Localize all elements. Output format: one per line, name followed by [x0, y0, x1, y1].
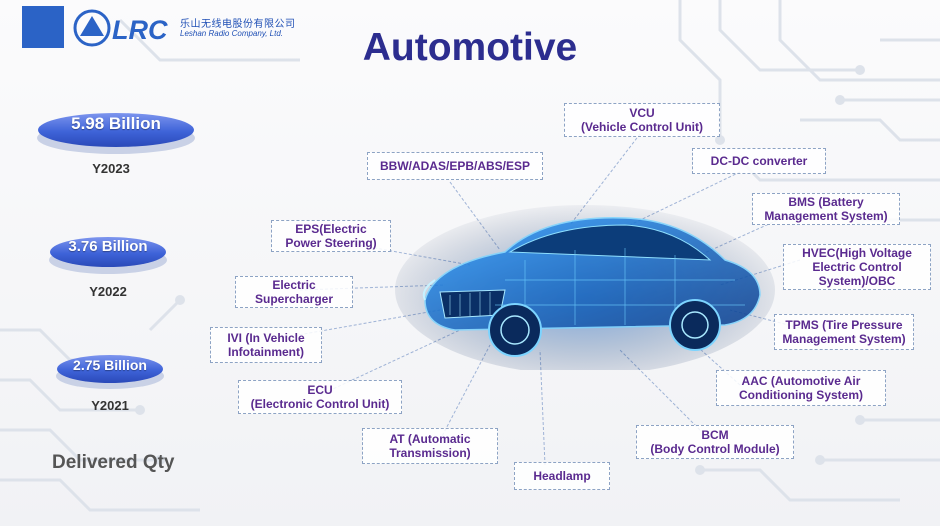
- delivered-qty-label: Delivered Qty: [52, 452, 175, 473]
- page-title: Automotive: [362, 26, 578, 69]
- label-vcu: VCU (Vehicle Control Unit): [564, 103, 720, 137]
- label-aac: AAC (Automotive Air Conditioning System): [716, 370, 886, 406]
- car-xray-illustration: [395, 205, 775, 370]
- pill-shape: [49, 237, 167, 274]
- label-bms: BMS (Battery Management System): [752, 193, 900, 225]
- year-label-2021: Y2021: [91, 398, 129, 413]
- pill-shape: [56, 355, 164, 389]
- qty-pill-2022: 3.76 Billion: [48, 233, 168, 275]
- qty-value-2023: 5.98 Billion: [71, 114, 161, 133]
- qty-value-2021: 2.75 Billion: [73, 357, 147, 373]
- label-hvec-obc: HVEC(High Voltage Electric Control Syste…: [783, 244, 931, 290]
- label-ecu: ECU (Electronic Control Unit): [238, 380, 402, 414]
- label-eps: EPS(Electric Power Steering): [271, 220, 391, 252]
- label-electric-supercharger: Electric Supercharger: [235, 276, 353, 308]
- company-name-cn: 乐山无线电股份有限公司: [180, 19, 296, 30]
- qty-value-2022: 3.76 Billion: [68, 238, 148, 255]
- qty-pill-2021: 2.75 Billion: [55, 352, 165, 390]
- logo-text: LRC: [112, 15, 168, 45]
- label-automatic-transmission: AT (Automatic Transmission): [362, 428, 498, 464]
- lrc-logo: LRC: [73, 9, 168, 47]
- label-dcdc-converter: DC-DC converter: [692, 148, 826, 174]
- pill-shape: [37, 113, 195, 154]
- year-label-2023: Y2023: [92, 161, 130, 176]
- label-tpms: TPMS (Tire Pressure Management System): [774, 314, 914, 350]
- year-label-2022: Y2022: [89, 284, 127, 299]
- qty-pill-2023: 5.98 Billion: [36, 108, 196, 156]
- company-name-en: Leshan Radio Company, Ltd.: [180, 29, 284, 38]
- label-bcm: BCM (Body Control Module): [636, 425, 794, 459]
- logo-square: [22, 6, 64, 48]
- label-ivi: IVI (In Vehicle Infotainment): [210, 327, 322, 363]
- label-bbw-adas: BBW/ADAS/EPB/ABS/ESP: [367, 152, 543, 180]
- label-headlamp: Headlamp: [514, 462, 610, 490]
